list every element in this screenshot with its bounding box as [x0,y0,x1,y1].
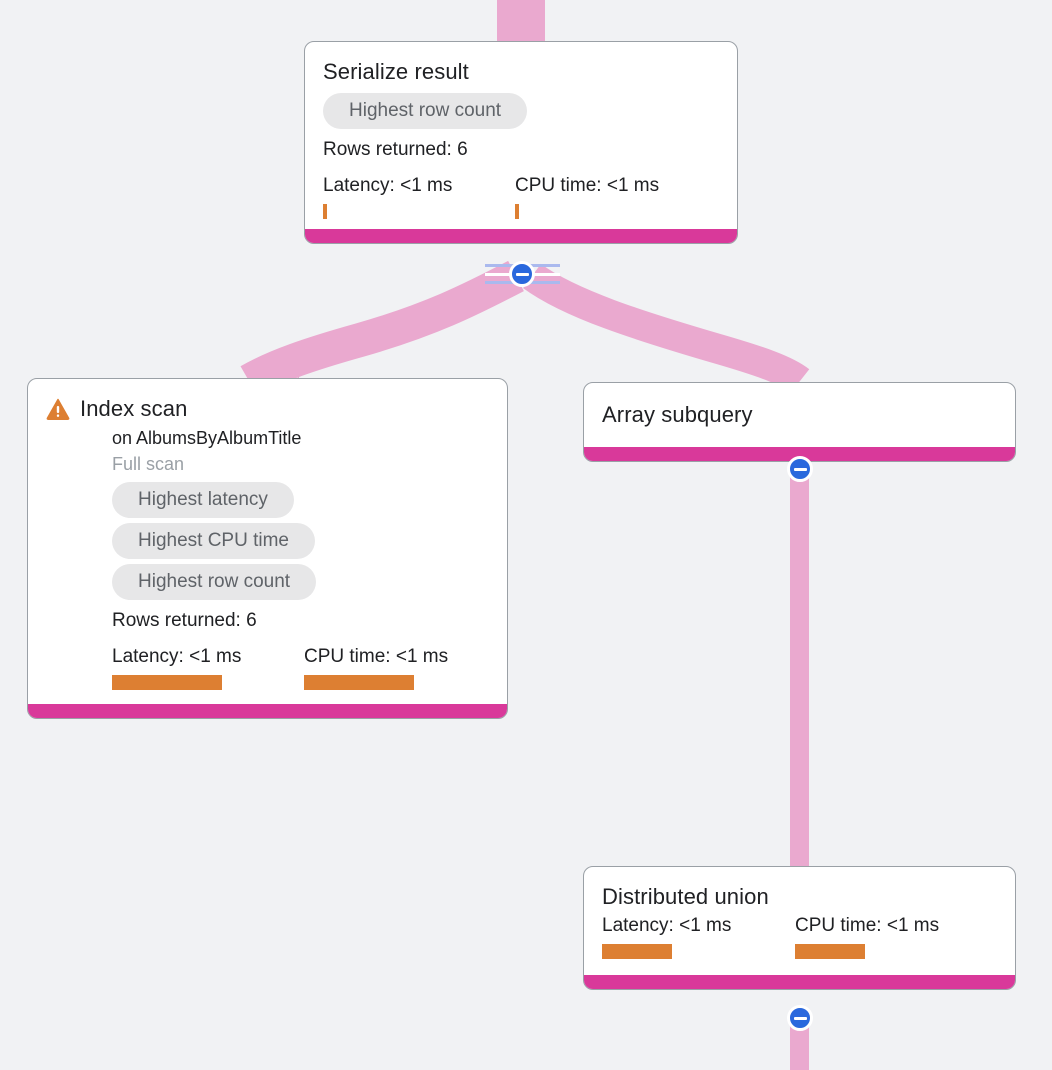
chip-list: Highest CPU time [112,518,489,559]
metric-cpu-time-label: CPU time: <1 ms [795,915,940,936]
metric-cpu-time-bar [304,675,414,690]
node-header: Serialize result [323,58,719,86]
metrics-row: Latency: <1 ms CPU time: <1 ms [112,644,489,690]
edge-root-stub [497,0,545,46]
edge-serialize-to-index-scan [240,260,524,396]
node-index-scan[interactable]: Index scan on AlbumsByAlbumTitle Full sc… [27,378,508,719]
node-body: Array subquery [584,383,1015,447]
metric-latency-bar [323,204,327,219]
toggle-array-subquery[interactable] [787,456,813,482]
node-footer-bar [305,229,737,243]
badge-highest-latency: Highest latency [112,482,294,518]
node-serialize-result[interactable]: Serialize result Highest row count Rows … [304,41,738,244]
metric-cpu-time-label: CPU time: <1 ms [304,646,449,667]
node-subtitle: on AlbumsByAlbumTitle [112,428,302,448]
minus-icon [515,272,529,276]
node-header: Distributed union [602,883,997,911]
node-detail-block: on AlbumsByAlbumTitle Full scan Highest … [46,425,489,690]
rows-returned-label: Rows returned: 6 [323,139,468,160]
metric-latency-bar [602,944,672,959]
node-footer-bar [584,447,1015,461]
node-title: Array subquery [602,402,753,427]
metrics-row: Latency: <1 ms CPU time: <1 ms [602,913,997,959]
metric-cpu-time: CPU time: <1 ms [795,913,939,959]
toggle-serialize-result[interactable] [509,261,535,287]
node-footer-bar [28,704,507,718]
badge-highest-row-count: Highest row count [323,93,528,129]
edge-serialize-to-array-subquery [523,263,810,394]
metric-latency: Latency: <1 ms [112,644,304,690]
chip-list: Highest row count [323,88,719,129]
node-title: Index scan [80,396,188,421]
badge-highest-cpu-time: Highest CPU time [112,523,315,559]
node-header: Array subquery [602,401,997,429]
toggle-line [530,281,560,284]
metrics-row: Latency: <1 ms CPU time: <1 ms [323,173,719,219]
edge-array-subquery-to-distributed-union [790,462,809,874]
metric-latency-label: Latency: <1 ms [323,175,453,196]
toggle-line [530,264,560,267]
node-footer-bar [584,975,1015,989]
warning-icon [46,398,70,420]
node-distributed-union[interactable]: Distributed union Latency: <1 ms CPU tim… [583,866,1016,990]
node-title: Distributed union [602,884,769,909]
node-body: Distributed union Latency: <1 ms CPU tim… [584,867,1015,975]
node-array-subquery[interactable]: Array subquery [583,382,1016,462]
minus-icon [793,467,807,471]
toggle-distributed-union[interactable] [787,1005,813,1031]
minus-icon [793,1016,807,1020]
node-scan-type: Full scan [112,454,185,474]
metric-cpu-time-bar [515,204,519,219]
metric-cpu-time-bar [795,944,865,959]
badge-highest-row-count: Highest row count [112,564,317,600]
node-header: Index scan [46,395,489,423]
metric-latency: Latency: <1 ms [323,173,515,219]
metric-cpu-time: CPU time: <1 ms [515,173,659,219]
node-title: Serialize result [323,59,469,84]
node-body: Index scan on AlbumsByAlbumTitle Full sc… [28,379,507,704]
chip-list: Highest latency [112,477,489,518]
chip-list: Highest row count [112,559,489,600]
metric-latency: Latency: <1 ms [602,913,795,959]
rows-returned-label: Rows returned: 6 [112,610,257,631]
metric-cpu-time: CPU time: <1 ms [304,644,448,690]
metric-latency-bar [112,675,222,690]
metric-latency-label: Latency: <1 ms [112,646,242,667]
metric-cpu-time-label: CPU time: <1 ms [515,175,660,196]
node-body: Serialize result Highest row count Rows … [305,42,737,229]
metric-latency-label: Latency: <1 ms [602,915,732,936]
